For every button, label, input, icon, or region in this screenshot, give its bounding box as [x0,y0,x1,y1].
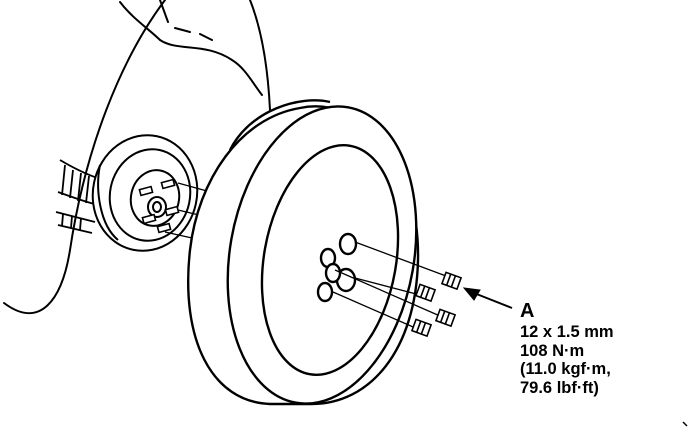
wheel-arch-body [3,0,271,315]
nut-size-spec: 12 x 1.5 mm [520,323,614,342]
torque-spec-callout: A 12 x 1.5 mm 108 N·m (11.0 kgf·m, 79.6 … [520,300,680,397]
torque-newton-meter: 108 N·m [520,341,585,360]
nut-guide-lines [332,241,447,331]
callout-letter: A [520,300,535,322]
suspension-arm [55,159,113,234]
wheel-studs [138,178,180,234]
left-pointing-arrow-icon [462,287,513,309]
torque-lbf-foot: 79.6 lbf·ft) [520,378,599,397]
corner-mark [682,421,688,427]
tire-and-wheel [187,99,420,406]
torque-kgf-meter: (11.0 kgf·m, [520,360,611,379]
wheel-nut-icon [410,271,463,338]
